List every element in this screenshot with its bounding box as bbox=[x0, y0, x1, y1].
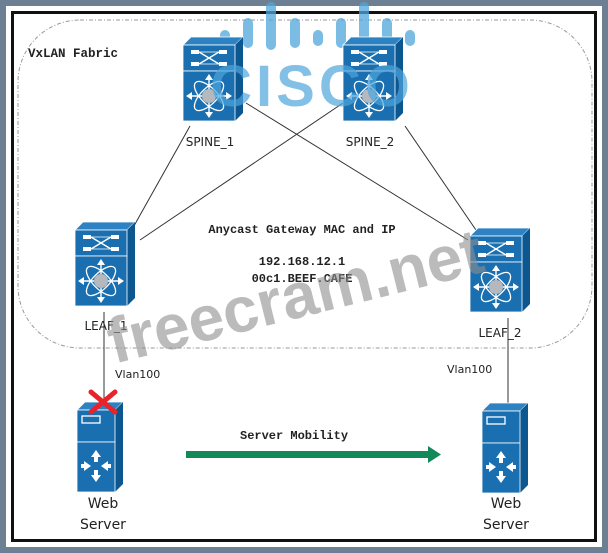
vxlan-fabric-boundary bbox=[17, 19, 593, 349]
freecram-watermark-text: freecram.net bbox=[100, 215, 490, 378]
fabric-label: VxLAN Fabric bbox=[28, 47, 118, 61]
vlan-label-right: Vlan100 bbox=[447, 363, 492, 376]
server-mobility-arrow bbox=[186, 446, 441, 463]
leaf1-switch[interactable] bbox=[74, 221, 136, 307]
anycast-mac: 00c1.BEEF.CAFE bbox=[252, 272, 353, 286]
server2-label-line2: Server bbox=[483, 517, 529, 533]
spine2-label: SPINE_2 bbox=[346, 135, 395, 149]
nexus-switch-icon bbox=[74, 221, 136, 307]
link-spine1-leaf1 bbox=[129, 125, 191, 234]
server-icon bbox=[481, 402, 529, 494]
link-spine1-leaf2 bbox=[245, 102, 469, 241]
leaf1-label: LEAF_1 bbox=[84, 319, 127, 333]
cisco-watermark-text: CISCO bbox=[210, 54, 414, 119]
disconnected-x-icon bbox=[88, 389, 118, 415]
web-server-2[interactable] bbox=[481, 402, 529, 494]
vlan-label-left: Vlan100 bbox=[115, 368, 160, 381]
link-spine2-leaf2 bbox=[404, 125, 479, 234]
server-mobility-label: Server Mobility bbox=[240, 429, 348, 443]
anycast-title: Anycast Gateway MAC and IP bbox=[208, 223, 395, 237]
server2-label-line1: Web bbox=[491, 496, 522, 512]
spine1-label: SPINE_1 bbox=[186, 135, 235, 149]
server-icon bbox=[76, 401, 124, 493]
link-spine2-leaf1 bbox=[139, 102, 344, 241]
leaf2-label: LEAF_2 bbox=[478, 326, 521, 340]
server1-label-line2: Server bbox=[80, 517, 126, 533]
server1-label-line1: Web bbox=[88, 496, 119, 512]
frame-border bbox=[11, 11, 597, 542]
web-server-1[interactable] bbox=[76, 401, 124, 493]
anycast-ip: 192.168.12.1 bbox=[259, 255, 345, 269]
